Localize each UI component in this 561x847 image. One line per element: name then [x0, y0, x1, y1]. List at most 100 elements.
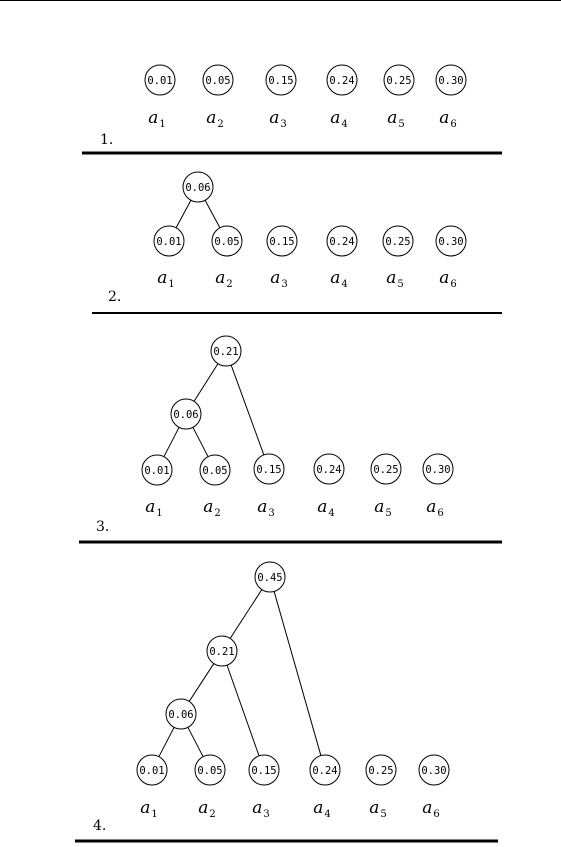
leaf-label-2: a2	[206, 108, 224, 130]
node-value: 0.45	[257, 572, 282, 584]
leaf-letter: a	[369, 798, 379, 818]
node-circle	[266, 225, 298, 257]
node-circle	[153, 225, 185, 257]
edge-n2-a3	[226, 664, 260, 757]
node-value: 0.30	[438, 236, 463, 248]
node-circle	[248, 754, 280, 786]
node-circle	[141, 454, 173, 486]
node-value: 0.01	[139, 765, 164, 777]
node-circle	[253, 453, 285, 485]
node-n3: 0.45	[254, 561, 286, 593]
leaf-letter: a	[148, 108, 158, 128]
node-circle	[210, 335, 242, 367]
leaf-subscript: 3	[280, 119, 286, 130]
leaf-subscript: 2	[217, 119, 223, 130]
leaf-subscript: 4	[341, 119, 347, 130]
leaf-label-5: a5	[374, 497, 392, 519]
step-label: 3.	[96, 519, 109, 535]
edge-n2-n1	[188, 663, 215, 702]
node-circle	[435, 225, 467, 257]
leaf-subscript: 6	[450, 279, 456, 290]
leaf-subscript: 4	[324, 809, 330, 820]
leaf-subscript: 2	[214, 508, 220, 519]
node-value: 0.30	[438, 75, 463, 87]
node-a4: 0.24	[326, 64, 358, 96]
leaf-letter: a	[386, 268, 396, 288]
leaf-label-4: a4	[330, 268, 348, 290]
leaf-letter: a	[269, 108, 279, 128]
node-value: 0.01	[147, 75, 172, 87]
leaf-label-3: a3	[257, 497, 275, 519]
node-circle	[202, 64, 234, 96]
node-a2: 0.05	[199, 454, 231, 486]
leaf-letter: a	[252, 798, 262, 818]
node-circle	[199, 454, 231, 486]
leaf-label-3: a3	[252, 798, 270, 820]
node-a5: 0.25	[365, 754, 397, 786]
node-value: 0.05	[202, 465, 227, 477]
node-a6: 0.30	[435, 225, 467, 257]
node-value: 0.15	[251, 765, 276, 777]
leaf-letter: a	[317, 497, 327, 517]
leaf-label-1: a1	[140, 798, 158, 820]
node-circle	[170, 398, 202, 430]
node-a2: 0.05	[202, 64, 234, 96]
node-a1: 0.01	[153, 225, 185, 257]
node-a4: 0.24	[313, 453, 345, 485]
node-circle	[418, 754, 450, 786]
leaf-label-4: a4	[313, 798, 331, 820]
node-a3: 0.15	[253, 453, 285, 485]
leaf-label-1: a1	[157, 268, 175, 290]
leaf-letter: a	[330, 268, 340, 288]
node-a3: 0.15	[266, 225, 298, 257]
node-a6: 0.30	[435, 64, 467, 96]
edge-n1-a1	[158, 727, 175, 757]
step-label: 2.	[108, 289, 121, 305]
node-value: 0.25	[386, 75, 411, 87]
leaf-label-6: a6	[439, 268, 457, 290]
leaf-letter: a	[145, 497, 155, 517]
node-value: 0.05	[214, 236, 239, 248]
node-value: 0.25	[373, 464, 398, 476]
leaf-letter: a	[140, 798, 150, 818]
leaf-label-5: a5	[387, 108, 405, 130]
node-value: 0.01	[144, 465, 169, 477]
leaf-subscript: 2	[226, 279, 232, 290]
edge-n2-n1	[193, 363, 219, 402]
node-value: 0.24	[329, 75, 354, 87]
node-a4: 0.24	[309, 754, 341, 786]
node-value: 0.24	[316, 464, 341, 476]
node-n1: 0.06	[182, 171, 214, 203]
node-a5: 0.25	[382, 225, 414, 257]
node-value: 0.06	[185, 182, 210, 194]
step-label: 4.	[93, 818, 106, 834]
node-a3: 0.15	[265, 64, 297, 96]
node-a1: 0.01	[141, 454, 173, 486]
node-circle	[136, 754, 168, 786]
step-label: 1.	[100, 132, 113, 148]
leaf-label-1: a1	[145, 497, 163, 519]
leaf-subscript: 1	[156, 508, 162, 519]
node-a1: 0.01	[144, 64, 176, 96]
leaf-label-5: a5	[369, 798, 387, 820]
leaf-label-2: a2	[203, 497, 221, 519]
leaf-letter: a	[422, 798, 432, 818]
node-circle	[309, 754, 341, 786]
node-value: 0.15	[268, 75, 293, 87]
node-circle	[435, 64, 467, 96]
edge-n1-a2	[192, 427, 209, 457]
leaf-letter: a	[439, 268, 449, 288]
leaf-subscript: 1	[159, 119, 165, 130]
leaf-subscript: 4	[328, 508, 334, 519]
node-circle	[383, 64, 415, 96]
leaf-label-3: a3	[270, 268, 288, 290]
node-circle	[313, 453, 345, 485]
node-value: 0.24	[329, 236, 354, 248]
leaf-subscript: 5	[397, 279, 403, 290]
node-circle	[182, 171, 214, 203]
leaf-label-6: a6	[439, 108, 457, 130]
edge-n3-a4	[273, 591, 322, 756]
leaf-subscript: 4	[341, 279, 347, 290]
leaf-letter: a	[257, 497, 267, 517]
